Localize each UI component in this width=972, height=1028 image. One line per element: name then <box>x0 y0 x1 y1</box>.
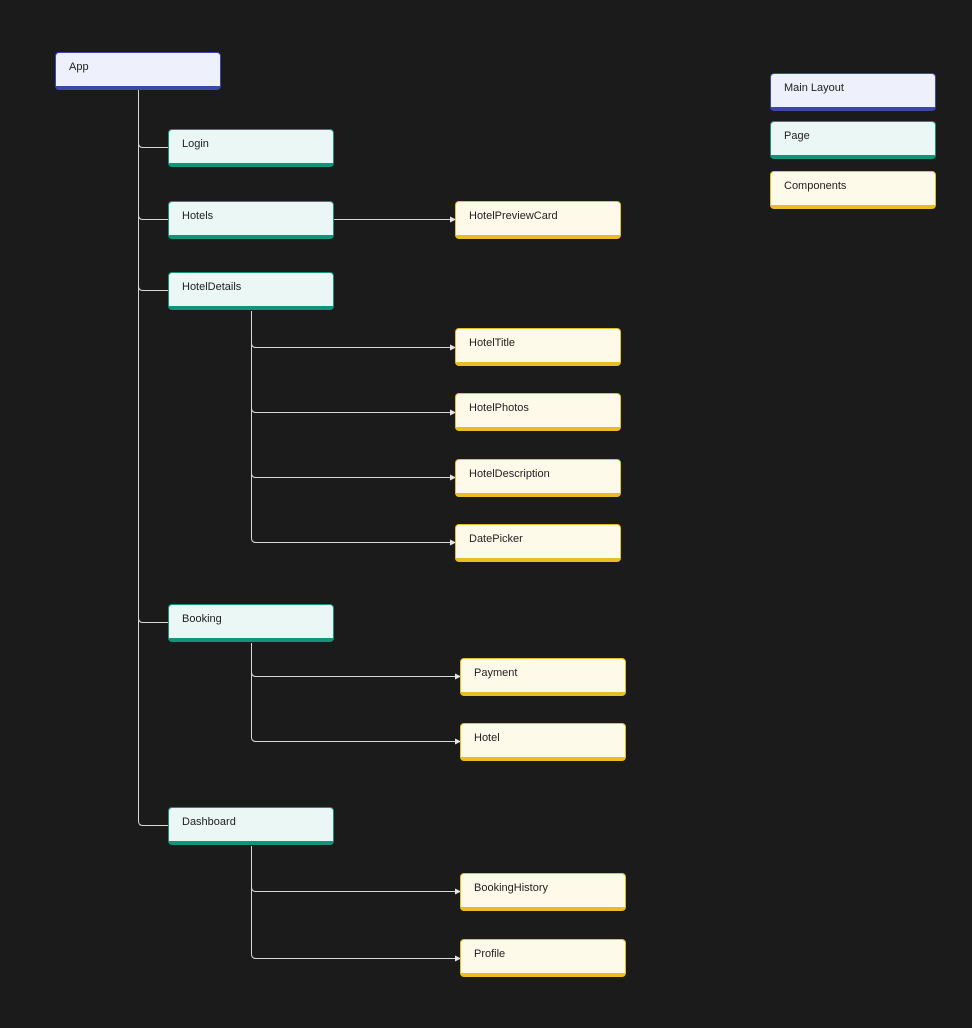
node-hotel-details[interactable]: HotelDetails <box>168 272 334 310</box>
node-hotel-photos[interactable]: HotelPhotos <box>455 393 621 431</box>
node-hotel-title[interactable]: HotelTitle <box>455 328 621 366</box>
legend-main-layout: Main Layout <box>770 73 936 111</box>
connector-dashboard-bookinghistory <box>251 846 461 895</box>
connector-hoteldetails-hotelphotos <box>251 311 456 416</box>
node-dashboard[interactable]: Dashboard <box>168 807 334 845</box>
node-profile[interactable]: Profile <box>460 939 626 977</box>
node-booking[interactable]: Booking <box>168 604 334 642</box>
node-app[interactable]: App <box>55 52 221 90</box>
node-login[interactable]: Login <box>168 129 334 167</box>
legend-components: Components <box>770 171 936 209</box>
connector-dashboard-profile <box>251 846 461 962</box>
node-payment[interactable]: Payment <box>460 658 626 696</box>
connector-app-hoteldetails <box>138 90 168 291</box>
connector-app-booking <box>138 90 168 623</box>
node-hotel-preview-card[interactable]: HotelPreviewCard <box>455 201 621 239</box>
node-hotels[interactable]: Hotels <box>168 201 334 239</box>
node-hotel[interactable]: Hotel <box>460 723 626 761</box>
node-hotel-description[interactable]: HotelDescription <box>455 459 621 497</box>
connector-app-dashboard <box>138 90 168 826</box>
connector-hoteldetails-datepicker <box>251 311 456 546</box>
legend-page: Page <box>770 121 936 159</box>
connector-app-login <box>138 90 168 148</box>
node-booking-history[interactable]: BookingHistory <box>460 873 626 911</box>
connector-app-hotels <box>138 90 168 220</box>
connector-hoteldetails-hoteltitle <box>251 311 456 351</box>
connector-booking-hotel <box>251 643 461 745</box>
node-date-picker[interactable]: DatePicker <box>455 524 621 562</box>
connector-booking-payment <box>251 643 461 680</box>
connector-hoteldetails-hoteldescription <box>251 311 456 481</box>
